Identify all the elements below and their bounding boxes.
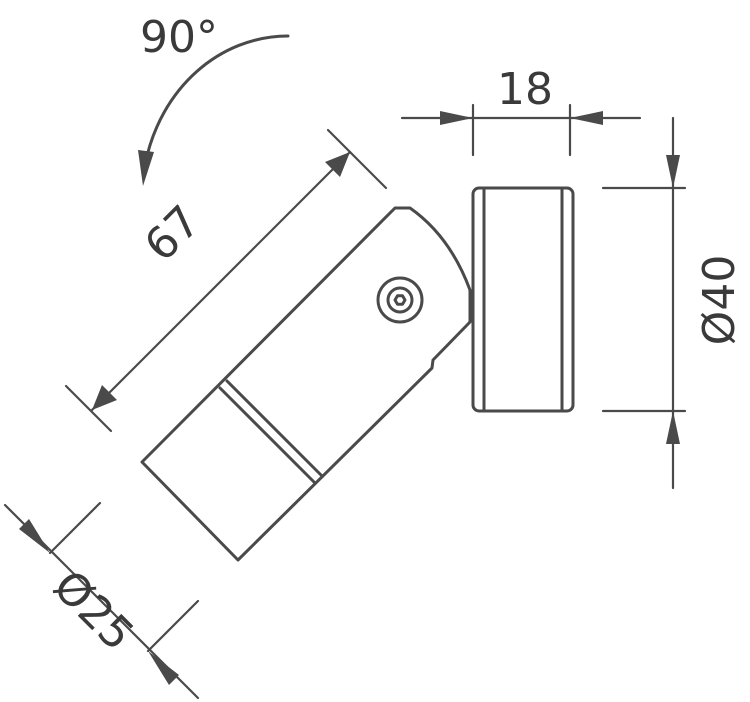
hex-socket-icon	[393, 294, 407, 306]
arrowhead-head-lower	[148, 651, 179, 685]
rotation-label: 90°	[140, 12, 218, 63]
pivot-screw-outer	[376, 276, 424, 324]
dimension-base-diameter: Ø40	[601, 116, 745, 490]
arrowhead-depth-right	[570, 111, 603, 125]
head-band-upper	[225, 379, 324, 478]
base-cylinder	[471, 186, 575, 413]
depth-label: 18	[497, 64, 553, 115]
head-diameter-label: Ø25	[43, 561, 143, 661]
extension-line-head-upper	[48, 501, 102, 555]
pivot-screw-inner	[386, 286, 414, 314]
arrowhead-base-bottom	[666, 411, 680, 444]
head-band-lower	[218, 386, 317, 485]
arrowhead-length-top	[325, 152, 350, 177]
arrowhead-depth-left	[440, 111, 473, 125]
arrowhead-length-bottom	[92, 385, 117, 410]
rotation-arrowhead	[138, 150, 154, 186]
rotation-arc	[143, 34, 290, 167]
base-body	[471, 186, 575, 413]
extension-line-head-lower	[146, 599, 200, 653]
head-outline	[140, 206, 472, 562]
arrowhead-base-top	[666, 155, 680, 188]
extension-line-top	[326, 128, 388, 190]
base-diameter-label: Ø40	[694, 255, 745, 346]
dimension-length: 67	[64, 128, 388, 433]
dimension-depth: 18	[400, 64, 642, 157]
length-label: 67	[135, 196, 211, 272]
dimension-line-length	[90, 150, 352, 412]
dimension-head-diameter: Ø25	[3, 501, 200, 700]
arrowhead-head-upper	[19, 519, 50, 553]
extension-line-bottom	[64, 384, 113, 433]
rotation-indicator: 90°	[138, 12, 290, 186]
spotlight-head	[140, 206, 472, 562]
